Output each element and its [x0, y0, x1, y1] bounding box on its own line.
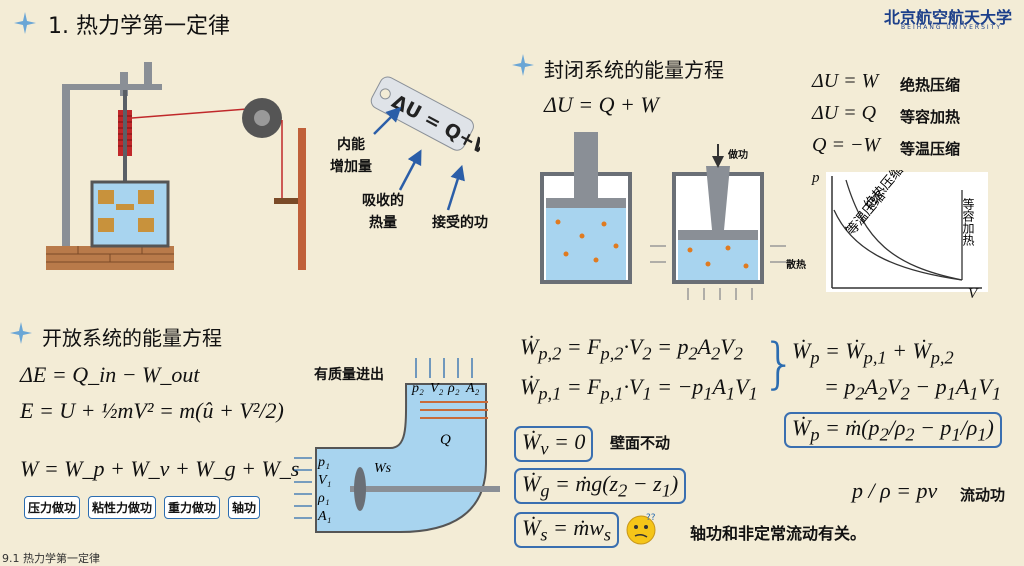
var-ws: Ws: [374, 461, 392, 476]
case-eq-2: ΔU = Q: [812, 102, 877, 124]
wv-equation: Ẇv = 0: [514, 426, 594, 463]
wall-label: 壁面不动: [610, 434, 671, 452]
brace-icon: }: [762, 332, 797, 395]
case-label-2: 等容加热: [900, 108, 961, 126]
case-eq-3: Q = −W: [812, 134, 881, 156]
var-p1: p₁: [317, 455, 330, 470]
footer-caption: 9.1 热力学第一定律: [2, 552, 100, 565]
wp-sum-equation: Ẇp = Ẇp,1 + Ẇp,2: [792, 338, 954, 368]
label-absorbed-heat: 吸收的 热量: [362, 193, 404, 231]
open-system-heading: 开放系统的能量方程: [42, 326, 222, 350]
open-eq-2: E = U + ½mV² = m(û + V²/2): [20, 398, 284, 423]
var-q: Q: [440, 432, 451, 448]
wp1-equation: Ẇp,1 = Fp,1·V1 = −p1A1V1: [520, 374, 758, 404]
work-label-viscous: 粘性力做功: [88, 496, 157, 519]
university-logo: 北京航空航天大学: [883, 8, 1012, 27]
case-label-3: 等温压缩: [900, 140, 961, 158]
shaft-work-note: 轴功和非定常流动有关。: [690, 524, 867, 543]
pv-curve-isochoric: 等容加热: [961, 198, 975, 247]
flow-work-label: 流动功: [960, 486, 1006, 504]
thinking-emoji-icon: ??: [626, 513, 656, 545]
pv-y-axis-label: p: [812, 170, 820, 186]
var-rho1: ρ₁: [317, 491, 330, 506]
svg-text:??: ??: [646, 513, 656, 523]
joule-apparatus-illustration: [46, 62, 306, 270]
closed-system-equation: ΔU = Q + W: [544, 92, 659, 117]
pv-x-axis-label: V: [968, 286, 978, 302]
var-v1: V₁: [318, 473, 331, 488]
work-label-gravity: 重力做功: [164, 496, 221, 519]
wg-equation: Ẇg = ṁg(z2 − z1): [514, 468, 687, 505]
var-p2: p₂: [411, 381, 424, 396]
open-eq-3: W = W_p + W_v + W_g + W_s: [20, 456, 300, 481]
tag-arrows: [373, 106, 465, 211]
star-bullet-icon: [512, 54, 534, 76]
label-work-received: 接受的功: [432, 215, 488, 231]
case-eq-1: ΔU = W: [812, 70, 879, 92]
heat-release-label: 散热: [786, 260, 806, 271]
work-label: 做功: [728, 150, 748, 161]
star-bullet-icon: [14, 12, 36, 34]
closed-system-heading: 封闭系统的能量方程: [544, 58, 724, 82]
var-a2: A₂: [465, 381, 480, 396]
university-logo-sub: BEIHANG UNIVERSITY: [901, 24, 1002, 31]
var-a1: A₁: [317, 509, 331, 524]
ws-equation: Ẇs = ṁws: [514, 512, 620, 549]
star-bullet-icon: [10, 322, 32, 344]
wp-expanded-equation: = p2A2V2 − p1A1V1: [824, 374, 1002, 404]
mass-flow-label: 有质量进出: [314, 367, 384, 383]
piston-diagrams: [540, 132, 786, 300]
flow-work-equation: p / ρ = pv: [852, 478, 938, 503]
case-label-1: 绝热压缩: [900, 76, 961, 94]
work-label-pressure: 压力做功: [24, 496, 81, 519]
work-type-labels: 压力做功 粘性力做功 重力做功 轴功: [24, 496, 261, 519]
wp2-equation: Ẇp,2 = Fp,2·V2 = p2A2V2: [520, 334, 743, 364]
page-title: 1. 热力学第一定律: [48, 14, 230, 39]
open-eq-1: ΔE = Q_in − W_out: [20, 362, 200, 387]
open-system-diagram: p₂ V₂ ρ₂ A₂ Q p₁ V₁ ρ₁ A₁ Ws: [294, 358, 500, 533]
label-inner-energy: 内能 增加量: [330, 137, 372, 175]
var-rho2: ρ₂: [447, 381, 460, 396]
work-label-shaft: 轴功: [228, 496, 261, 519]
wp-mass-equation: Ẇp = ṁ(p2/ρ2 − p1/ρ1): [784, 412, 1002, 449]
energy-tag-illustration: ΔU = Q+W: [370, 76, 480, 163]
var-v2: V₂: [430, 381, 444, 396]
pv-diagram: 绝热压缩 等温压缩 等容加热: [826, 170, 988, 292]
